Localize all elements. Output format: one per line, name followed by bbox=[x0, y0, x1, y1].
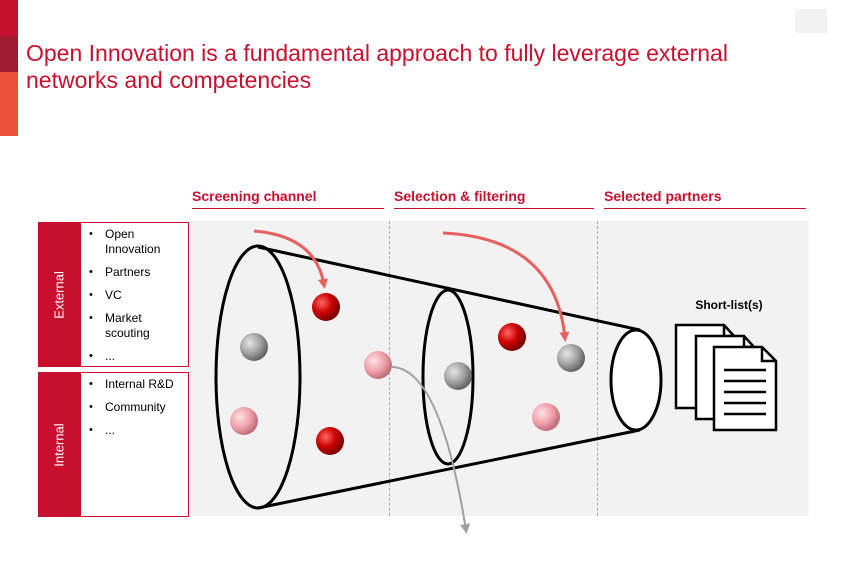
candidate-ball-red bbox=[316, 427, 344, 455]
candidate-ball-pink bbox=[532, 403, 560, 431]
external-tab: External bbox=[38, 222, 80, 367]
internal-item-more: ... bbox=[89, 423, 184, 438]
selection-arrow bbox=[442, 231, 570, 342]
stage-label-screening: Screening channel bbox=[192, 188, 384, 209]
screening-arrow bbox=[253, 229, 328, 289]
candidate-ball-grey bbox=[444, 362, 472, 390]
shortlist-documents-icon bbox=[674, 323, 778, 432]
corner-placeholder-box bbox=[795, 9, 827, 33]
candidate-ball-red bbox=[498, 323, 526, 351]
internal-item-community: Community bbox=[89, 400, 184, 415]
candidate-ball-grey bbox=[557, 344, 585, 372]
external-item-open-innovation: Open Innovation bbox=[89, 227, 184, 257]
accent-bar-middle bbox=[0, 36, 18, 72]
rejected-arrow bbox=[391, 366, 470, 534]
candidate-ball-grey bbox=[240, 333, 268, 361]
funnel-bottom-edge bbox=[257, 428, 641, 510]
funnel-mouth-ellipse bbox=[214, 244, 302, 510]
stage-divider-2 bbox=[597, 221, 598, 516]
external-item-market-scouting: Market scouting bbox=[89, 311, 184, 341]
stage-label-selection: Selection & filtering bbox=[394, 188, 594, 209]
internal-sources-list: Internal R&D Community ... bbox=[80, 372, 189, 517]
funnel-top-edge bbox=[257, 245, 641, 332]
funnel-middle-ellipse bbox=[421, 288, 475, 466]
candidate-ball-pink bbox=[364, 351, 392, 379]
internal-tab: Internal bbox=[38, 372, 80, 517]
stage-label-selected: Selected partners bbox=[604, 188, 806, 209]
funnel-outlet-ellipse bbox=[609, 328, 663, 432]
slide-title: Open Innovation is a fundamental approac… bbox=[26, 40, 728, 93]
candidate-ball-pink bbox=[230, 407, 258, 435]
shortlist-label: Short-list(s) bbox=[695, 298, 763, 312]
accent-bar-bottom bbox=[0, 72, 18, 136]
candidate-ball-red bbox=[312, 293, 340, 321]
external-item-partners: Partners bbox=[89, 265, 184, 280]
external-item-more: ... bbox=[89, 349, 184, 364]
accent-bar-top bbox=[0, 0, 18, 36]
external-sources-list: Open Innovation Partners VC Market scout… bbox=[80, 222, 189, 367]
external-item-vc: VC bbox=[89, 288, 184, 303]
internal-item-rd: Internal R&D bbox=[89, 377, 184, 392]
